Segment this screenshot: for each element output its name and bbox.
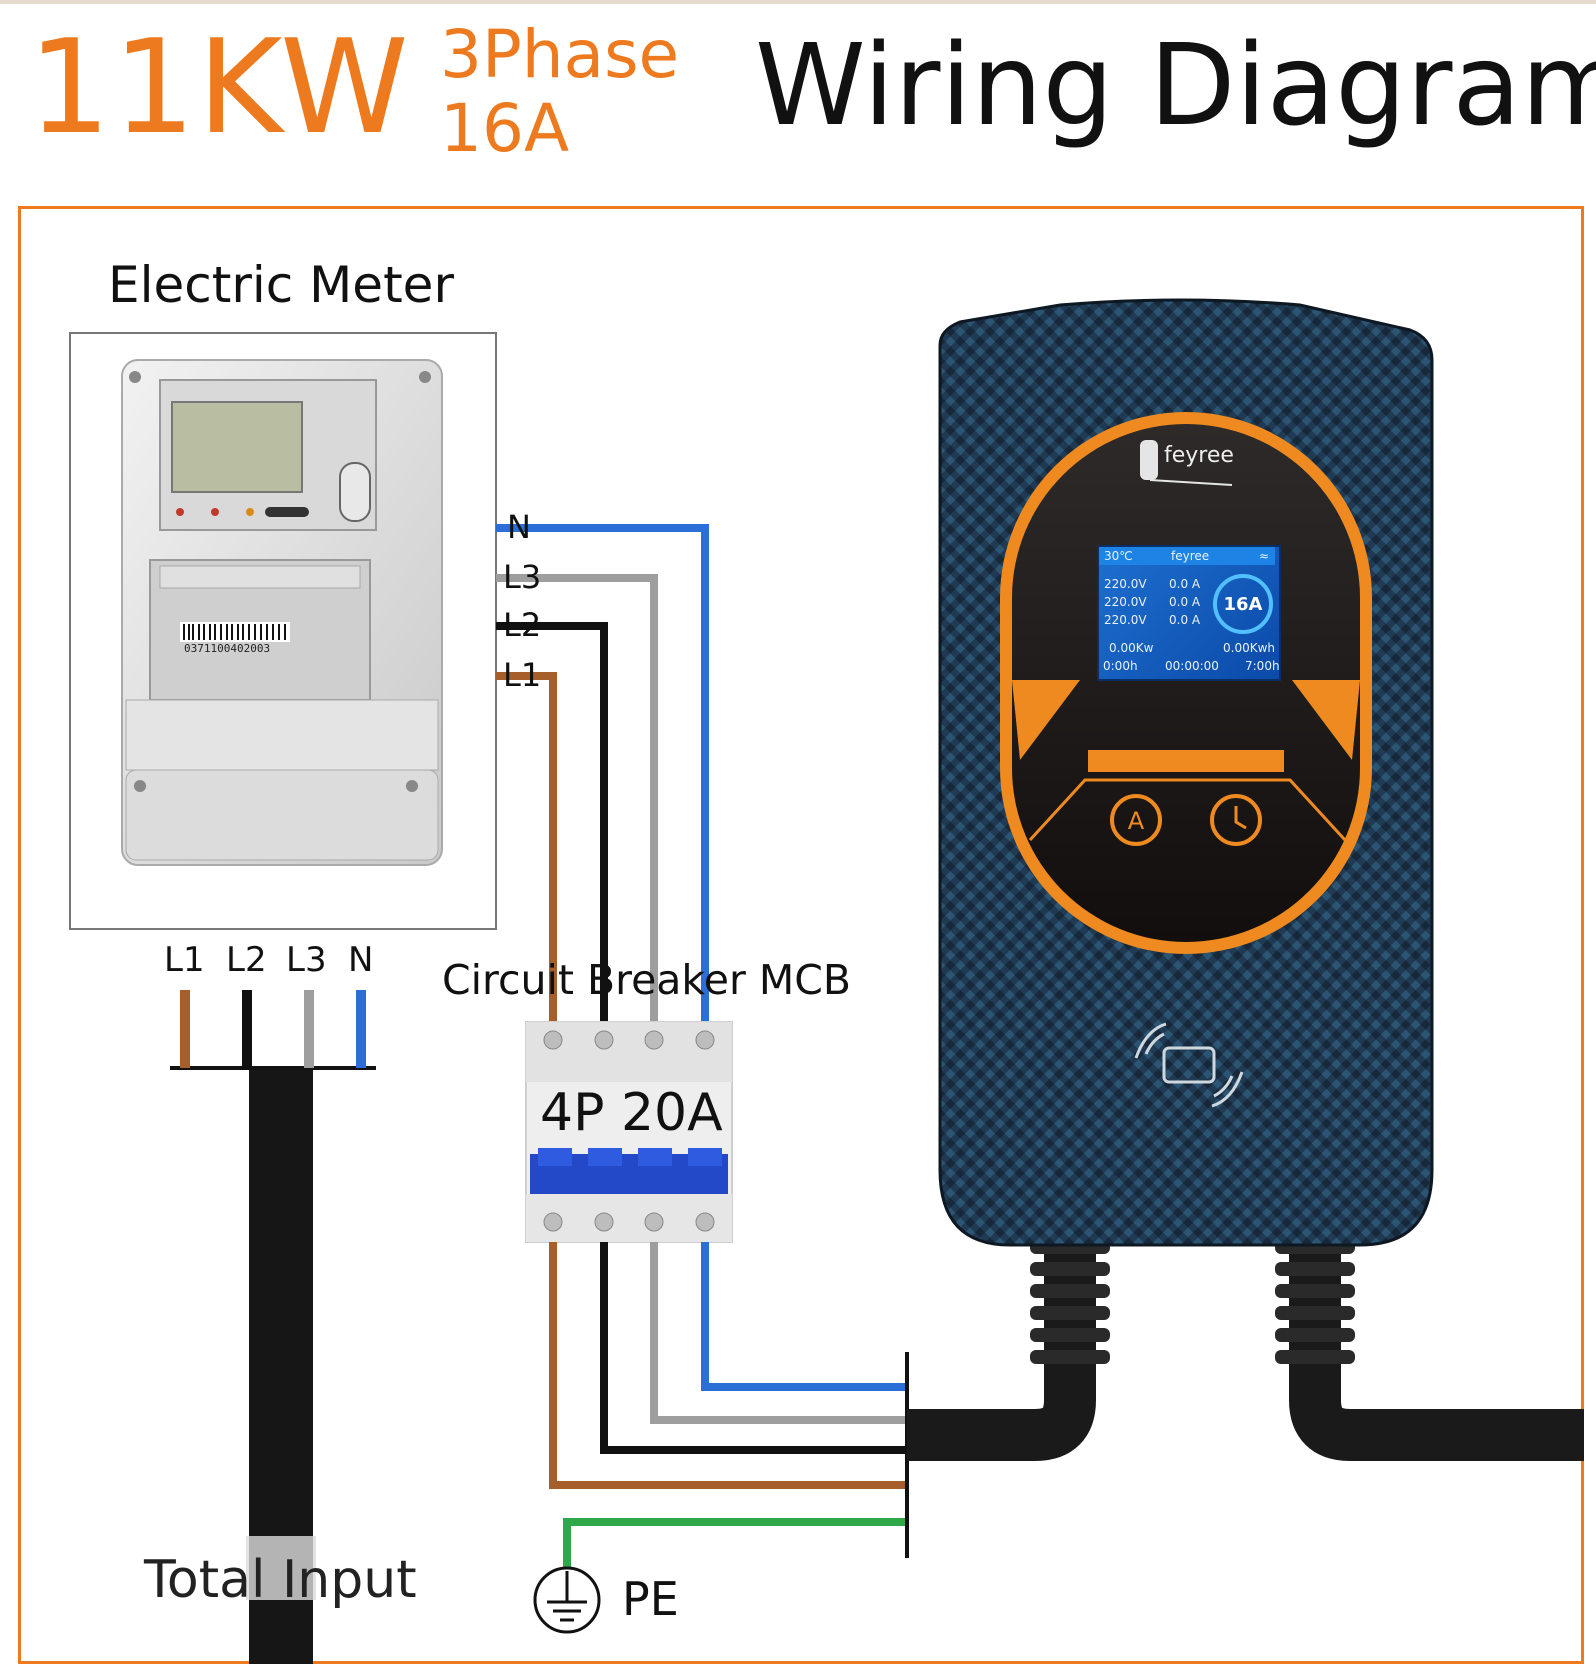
mcb-output-wires xyxy=(549,1242,907,1571)
diagram-title: Wiring Diagram xyxy=(755,21,1596,151)
ground-icon xyxy=(533,1566,601,1634)
display-temp: 30℃ xyxy=(1104,549,1133,563)
display-timer: 00:00:00 xyxy=(1165,659,1219,673)
meter-output-l2: L2 xyxy=(503,606,542,644)
meter-output-n: N xyxy=(507,508,531,546)
display-current-2: 0.0 A xyxy=(1169,595,1201,609)
meter-barcode: 0371100402003 xyxy=(180,622,290,655)
phase-current-block: 3Phase 16A xyxy=(440,18,679,166)
meter-terminal-l1: L1 xyxy=(164,940,205,980)
display-current-3: 0.0 A xyxy=(1169,613,1201,627)
display-brand: feyree xyxy=(1171,549,1210,563)
current-button[interactable]: A xyxy=(1110,794,1162,846)
display-voltage-2: 220.0V xyxy=(1104,595,1147,609)
current-button-label: A xyxy=(1128,807,1145,835)
display-current-1: 0.0 A xyxy=(1169,577,1201,591)
total-input-cable xyxy=(170,990,376,1664)
meter-title: Electric Meter xyxy=(108,256,454,314)
charger-brand: feyree xyxy=(1164,443,1234,468)
display-voltage-3: 220.0V xyxy=(1104,613,1147,627)
rfid-card-icon xyxy=(1134,1022,1244,1108)
ev-charger: A xyxy=(907,298,1584,1461)
wifi-icon: ≈ xyxy=(1259,549,1270,563)
mcb-rating: 4P 20A xyxy=(540,1083,723,1143)
meter-terminal-l3: L3 xyxy=(286,940,327,980)
meter-terminal-l2: L2 xyxy=(226,940,267,980)
pe-label: PE xyxy=(622,1572,679,1626)
power-rating: 11KW xyxy=(28,11,411,163)
brand-logo-icon xyxy=(1140,440,1233,486)
diagram-frame xyxy=(18,206,1584,1664)
display-top-bar xyxy=(1099,547,1275,565)
display-time-left: 0:00h xyxy=(1103,659,1138,673)
display-time-right: 7:00h xyxy=(1245,659,1280,673)
meter-barcode-number: 0371100402003 xyxy=(184,642,270,655)
current-label: 16A xyxy=(440,89,570,167)
top-strip xyxy=(0,0,1596,4)
charger-display: 30℃ feyree ≈ 220.0V 220.0V 220.0V 0.0 A … xyxy=(1097,545,1281,681)
display-voltage-1: 220.0V xyxy=(1104,577,1147,591)
mcb-title: Circuit Breaker MCB xyxy=(442,956,851,1004)
total-input-label: Total Input xyxy=(144,1550,417,1610)
circuit-breaker xyxy=(525,1021,733,1243)
display-power: 0.00Kw xyxy=(1109,641,1154,655)
meter-output-wires xyxy=(496,524,709,1040)
display-energy: 0.00Kwh xyxy=(1223,641,1276,655)
meter-terminal-n: N xyxy=(348,940,374,980)
electric-meter: 0371100402003 xyxy=(69,332,497,930)
display-rated-current: 16A xyxy=(1213,574,1273,634)
meter-output-l1: L1 xyxy=(503,656,542,694)
phase-label: 3Phase xyxy=(440,16,680,93)
meter-output-l3: L3 xyxy=(503,558,542,596)
timer-button-icon[interactable] xyxy=(1210,794,1262,846)
